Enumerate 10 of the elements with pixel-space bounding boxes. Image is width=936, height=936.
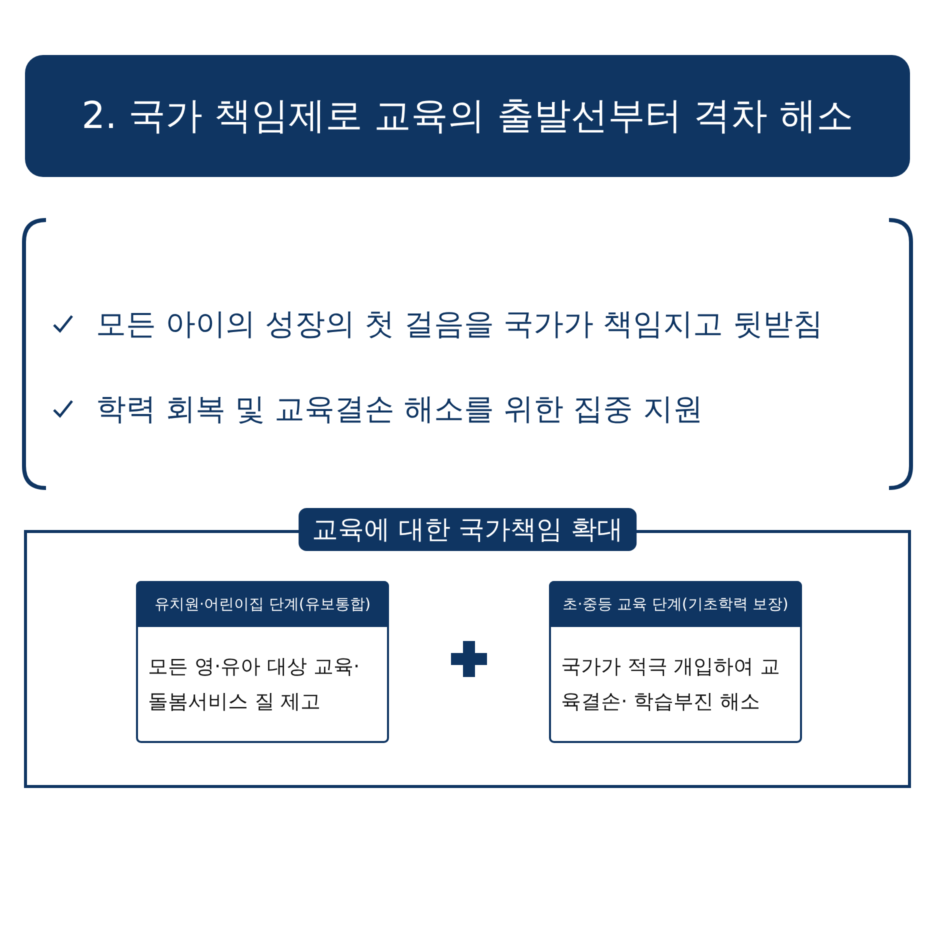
section-heading: 교육에 대한 국가책임 확대 (298, 508, 637, 551)
info-card (136, 581, 389, 743)
card-header: 초·중등 교육 단계(기초학력 보장) (549, 581, 802, 627)
bullet-text: 학력 회복 및 교육결손 해소를 위한 집중 지원 (96, 390, 703, 428)
card-header: 유치원·어린이집 단계(유보통합) (136, 581, 389, 627)
title-banner: 2. 국가 책임제로 교육의 출발선부터 격차 해소 (25, 55, 910, 177)
bullet-text: 모든 아이의 성장의 첫 걸음을 국가가 책임지고 뒷받침 (96, 306, 823, 344)
info-card (549, 581, 802, 743)
card-body: 국가가 적극 개입하여 교육결손· 학습부진 해소 (561, 653, 782, 715)
card-body: 모든 영·유아 대상 교육·돌봄서비스 질 제고 (148, 653, 361, 715)
